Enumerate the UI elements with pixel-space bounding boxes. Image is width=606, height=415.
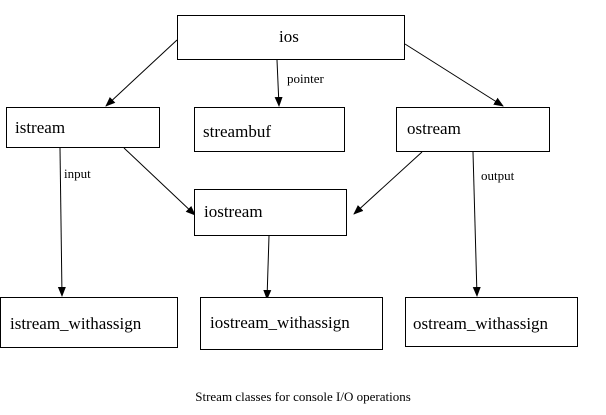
node-istream: istream <box>6 107 160 148</box>
edge-istream-iostream <box>123 147 196 216</box>
edge-ios-istream <box>105 39 178 107</box>
edge-ostream-iostream <box>353 151 423 215</box>
node-label-ostream-withassign: ostream_withassign <box>413 314 549 333</box>
node-iostream-withassign: iostream_withassign <box>200 297 383 350</box>
edge-ostream-ostream_withassign <box>472 151 481 297</box>
diagram-caption: Stream classes for console I/O operation… <box>195 389 411 404</box>
node-streambuf: streambuf <box>194 107 345 152</box>
edge-istream-istream_withassign <box>57 147 66 297</box>
node-ostream: ostream <box>396 107 550 152</box>
edge-ios-ostream <box>404 43 504 107</box>
node-label-ostream: ostream <box>407 119 461 138</box>
node-label-iostream: iostream <box>204 202 263 221</box>
edge-ios-streambuf <box>274 59 283 107</box>
node-iostream: iostream <box>194 189 347 236</box>
node-label-istream: istream <box>15 118 66 137</box>
node-ios: ios <box>177 15 405 60</box>
edge-label-input: input <box>63 166 92 182</box>
node-label-streambuf: streambuf <box>203 122 271 141</box>
node-istream-withassign: istream_withassign <box>0 297 178 348</box>
node-ostream-withassign: ostream_withassign <box>405 297 578 347</box>
node-label-iostream-withassign: iostream_withassign <box>210 313 350 332</box>
node-label-istream-withassign: istream_withassign <box>10 314 142 333</box>
edge-label-pointer: pointer <box>286 71 325 87</box>
edge-iostream-iostream_withassign <box>263 235 272 300</box>
edge-label-output: output <box>480 168 516 184</box>
node-label-ios: ios <box>279 27 299 46</box>
